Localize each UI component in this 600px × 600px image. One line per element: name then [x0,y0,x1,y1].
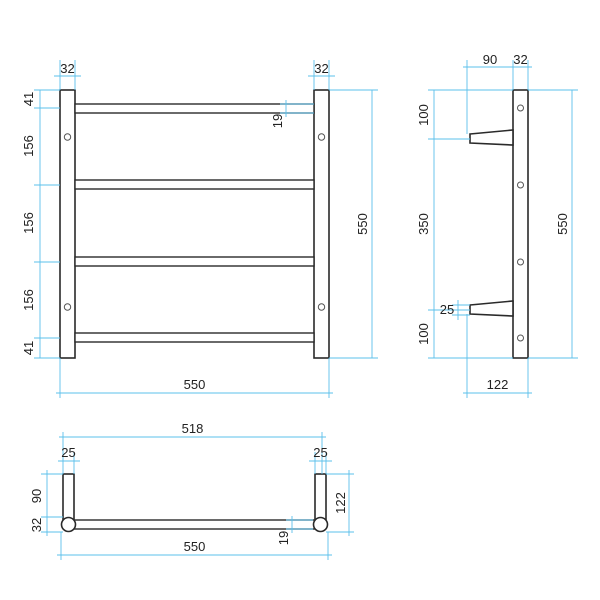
dim-label: 550 [355,213,370,235]
dim-label: 550 [184,377,206,392]
dim-label: 32 [60,61,74,76]
rail-4 [74,332,315,343]
mount-hole-icon [63,133,72,141]
mount-hole-icon [317,303,326,311]
mount-hole-icon [517,104,524,112]
top-rail [67,519,321,530]
dim-label: 19 [270,114,285,128]
dim-label: 518 [182,421,204,436]
right-upright [313,89,330,359]
top-left-bracket [62,473,75,525]
dim-label: 550 [184,539,206,554]
mount-hole-icon [63,303,72,311]
left-upright [59,89,76,359]
side-bracket-bottom [469,300,514,317]
dim-label: 32 [513,52,527,67]
rail-3 [74,256,315,267]
mount-hole-icon [517,258,524,266]
dim-label: 156 [21,289,36,311]
dim-label: 100 [416,323,431,345]
dim-label: 350 [416,213,431,235]
dim-label: 550 [555,213,570,235]
top-right-bracket [314,473,327,525]
dim-label: 32 [29,518,44,532]
top-right-end-cap [312,516,329,533]
dim-label: 156 [21,212,36,234]
dim-label: 25 [61,445,75,460]
dim-label: 25 [440,302,454,317]
dim-label: 25 [313,445,327,460]
mount-hole-icon [317,133,326,141]
dimension-labels: 32 32 41 156 156 156 41 19 550 550 90 32… [21,52,570,554]
dim-label: 41 [21,341,36,355]
top-left-end-cap [60,516,77,533]
front-view [34,60,378,398]
side-view [428,60,578,398]
rail-2 [74,179,315,190]
dim-label: 122 [333,492,348,514]
side-bracket-top [469,129,514,146]
dim-label: 100 [416,104,431,126]
dim-label: 32 [314,61,328,76]
dim-label: 41 [21,92,36,106]
side-upright [512,89,529,359]
dim-label: 122 [487,377,509,392]
rail-1 [74,103,315,114]
top-view [41,432,354,560]
dim-label: 156 [21,135,36,157]
dim-label: 90 [483,52,497,67]
mount-hole-icon [517,334,524,342]
dim-label: 90 [29,489,44,503]
mount-hole-icon [517,181,524,189]
dim-label: 19 [276,531,291,545]
